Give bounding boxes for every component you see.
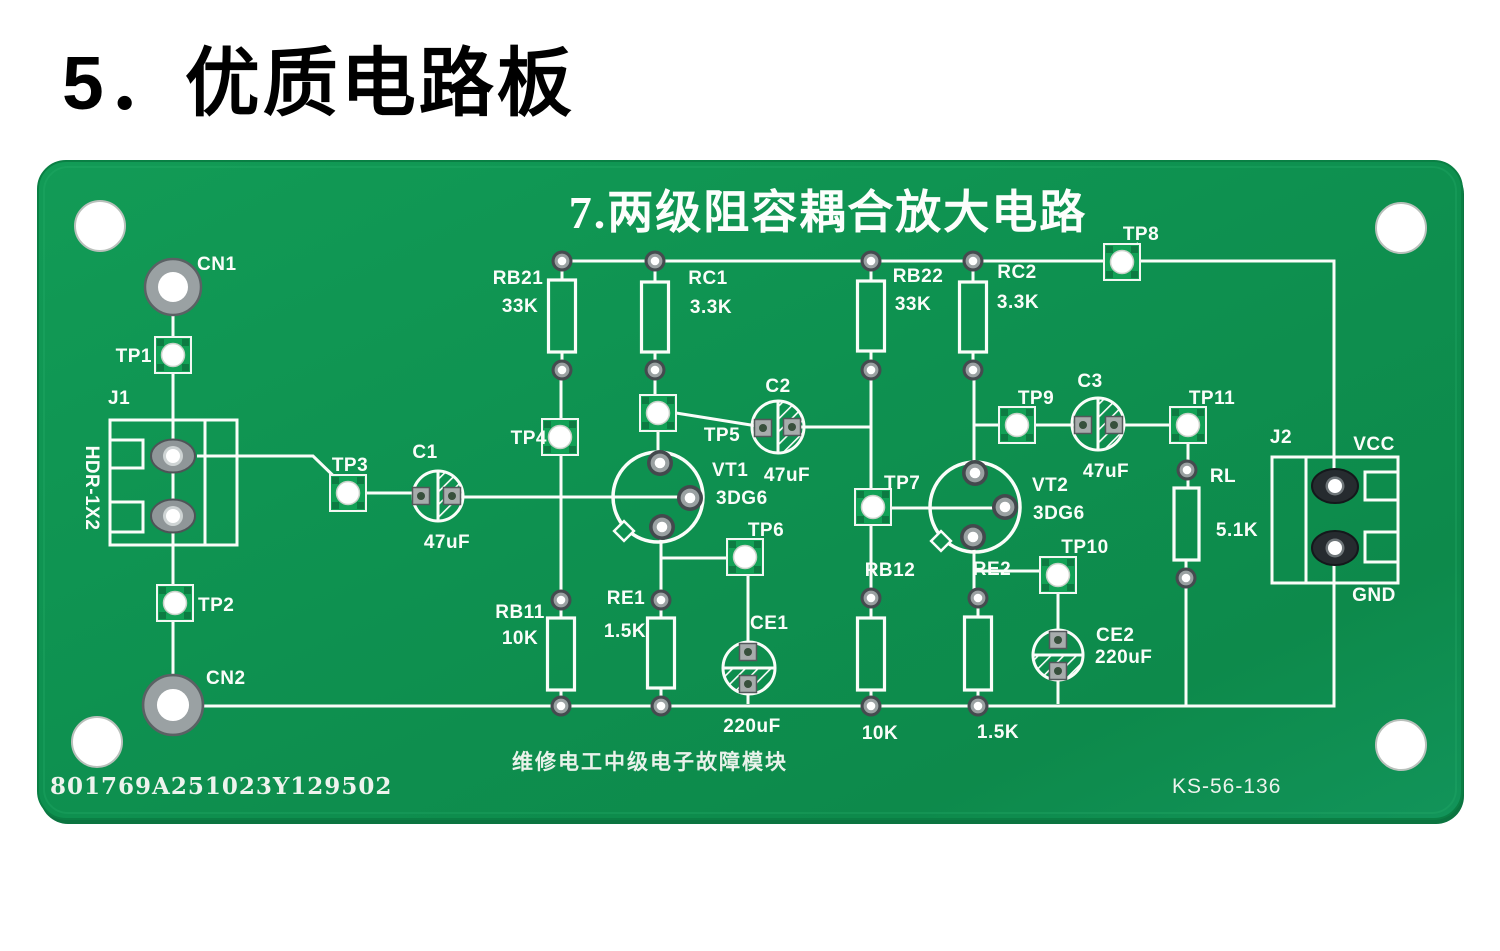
label-rb21-value: 33K [502, 296, 538, 317]
resistor-rc1-outline [639, 280, 671, 354]
label-c1-value: 47uF [424, 532, 470, 553]
board-title: 7.两级阻容耦合放大电路 [569, 187, 1088, 238]
testpoint-tp6 [726, 538, 764, 576]
resistor-re1-outline [645, 616, 677, 690]
label-c3: C3 [1077, 371, 1102, 392]
label-j1: J1 [108, 388, 130, 409]
label-c3-value: 47uF [1083, 461, 1129, 482]
mounting-hole [1375, 202, 1427, 254]
label-rc2-value: 3.3K [997, 292, 1039, 313]
pcb-sheen [43, 166, 1457, 814]
testpoint-tp10 [1039, 556, 1077, 594]
label-j2: J2 [1270, 427, 1292, 448]
label-tp10: TP10 [1061, 537, 1108, 558]
label-re1-value: 1.5K [604, 621, 646, 642]
label-rb22-value: 33K [895, 294, 931, 315]
resistor-outlines [545, 278, 1201, 692]
resistor-rl-outline [1172, 486, 1201, 562]
label-tp6: TP6 [748, 520, 784, 541]
testpoint-tp9 [998, 406, 1036, 444]
testpoint-tp1 [154, 336, 192, 374]
label-ce1-value: 220uF [723, 716, 780, 737]
label-rc1: RC1 [688, 268, 728, 289]
label-tp1: TP1 [116, 346, 152, 367]
label-rl: RL [1210, 466, 1236, 487]
label-rl-value: 5.1K [1216, 520, 1258, 541]
resistor-rb12-outline [855, 616, 887, 692]
label-tp2: TP2 [198, 595, 234, 616]
label-re1: RE1 [607, 588, 645, 609]
resistor-rc2-outline [957, 280, 989, 354]
label-rb21: RB21 [493, 268, 544, 289]
label-rb12-value: 10K [862, 723, 898, 744]
label-vt2: VT2 [1032, 475, 1068, 496]
connector-cn2-hole [141, 673, 205, 737]
label-c1: C1 [412, 442, 437, 463]
label-re2: RE2 [973, 559, 1011, 580]
testpoint-tp3 [329, 474, 367, 512]
label-c2-value: 47uF [764, 465, 810, 486]
label-rc2: RC2 [997, 262, 1037, 283]
pin1-diamond-mark [929, 529, 953, 553]
label-rb11-value: 10K [502, 628, 538, 649]
mounting-hole [74, 200, 126, 252]
mounting-hole [1375, 719, 1427, 771]
label-j1-type: HDR-1X2 [81, 446, 102, 531]
testpoint-tp11 [1169, 406, 1207, 444]
label-cn2: CN2 [206, 668, 246, 689]
resistor-rb11-outline [545, 616, 577, 692]
label-tp4: TP4 [511, 428, 547, 449]
testpoint-tp5 [639, 394, 677, 432]
label-rb11: RB11 [495, 602, 545, 623]
testpoint-tp8 [1103, 243, 1141, 281]
label-ce2-value: 220uF [1095, 647, 1152, 668]
label-rc1-value: 3.3K [690, 297, 732, 318]
label-tp3: TP3 [332, 455, 368, 476]
pcb-substrate [37, 160, 1463, 820]
label-tp5: TP5 [704, 425, 740, 446]
connector-j1-outline [108, 418, 239, 547]
testpoint-tp7 [854, 488, 892, 526]
connector-j2-outline [1270, 455, 1400, 585]
label-vcc: VCC [1353, 434, 1395, 455]
label-c2: C2 [765, 376, 790, 397]
label-vt1: VT1 [712, 460, 748, 481]
label-tp9: TP9 [1018, 388, 1054, 409]
label-tp8: TP8 [1123, 224, 1159, 245]
page-title: 5．优质电路板 [62, 41, 575, 125]
resistor-rb22-outline [855, 279, 887, 353]
mounting-hole [71, 716, 123, 768]
label-tp11: TP11 [1189, 388, 1235, 409]
resistor-re2-outline [962, 615, 994, 692]
label-ce1: CE1 [750, 613, 788, 634]
label-tp7: TP7 [884, 473, 920, 494]
serial-number: 801769A251023Y129502 [50, 773, 392, 800]
label-ce2: CE2 [1096, 625, 1134, 646]
label-vt1-value: 3DG6 [716, 488, 768, 509]
model-number: KS-56-136 [1172, 775, 1281, 798]
label-gnd: GND [1352, 585, 1396, 606]
testpoint-tp2 [156, 584, 194, 622]
label-vt2-value: 3DG6 [1033, 503, 1085, 524]
pin1-diamond-mark [612, 519, 636, 543]
resistor-rb21-outline [546, 278, 578, 354]
label-rb22: RB22 [893, 266, 944, 287]
testpoint-tp4 [541, 418, 579, 456]
board-footer-text: 维修电工中级电子故障模块 [512, 750, 788, 774]
label-rb12: RB12 [865, 560, 916, 581]
connector-cn1-hole [143, 257, 203, 317]
label-re2-value: 1.5K [977, 722, 1019, 743]
label-cn1: CN1 [197, 254, 237, 275]
